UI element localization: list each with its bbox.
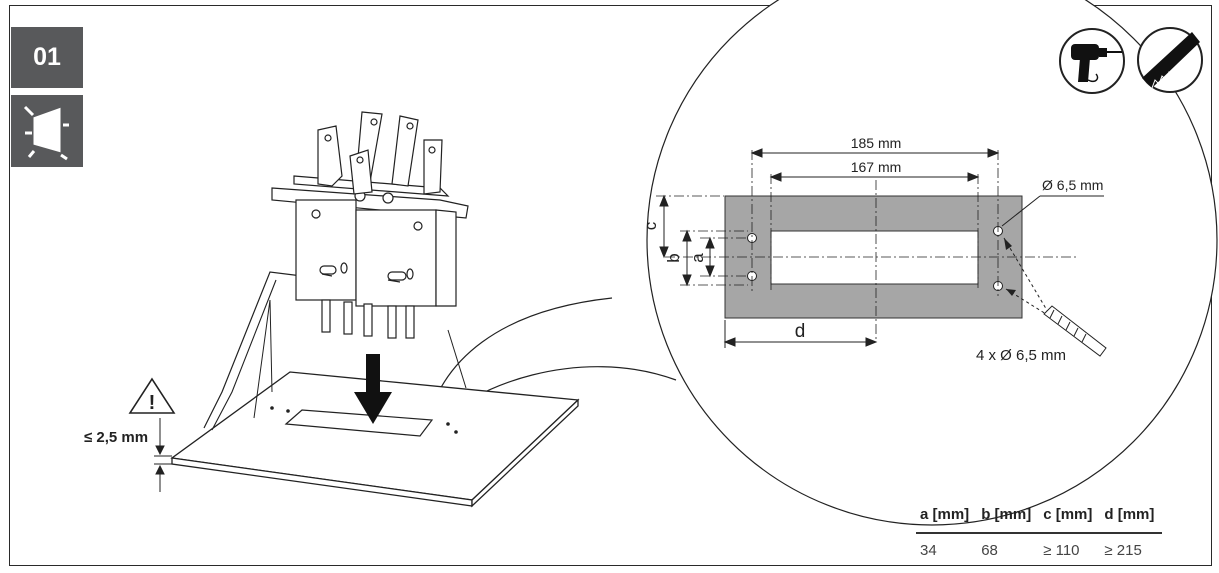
label-c: c (641, 221, 660, 230)
switch-device (271, 111, 469, 339)
back-wall-right (447, 329, 467, 389)
dimension-table: a [mm] b [mm] c [mm] d [mm] 34 68 ≥ 110 … (916, 503, 1163, 559)
dimension-185 (750, 148, 1000, 158)
value-b: 68 (981, 542, 998, 559)
insert-down-arrow (354, 354, 392, 424)
hole-count-label: 4 x Ø 6,5 mm (976, 347, 1066, 364)
dimension-167 (769, 172, 980, 182)
dimension-d (723, 320, 878, 348)
table-row: 34 68 ≥ 110 ≥ 215 (916, 533, 1162, 559)
svg-text:!: ! (149, 392, 156, 414)
header-d: d [mm] (1100, 503, 1163, 534)
header-c: c [mm] (1039, 503, 1101, 534)
label-b: b (664, 253, 683, 262)
max-thickness-label: ≤ 2,5 mm (84, 429, 148, 446)
value-a: 34 (920, 542, 937, 559)
header-b: b [mm] (977, 503, 1040, 534)
dim-167-label: 167 mm (851, 159, 902, 175)
rectangular-cutout (770, 230, 979, 285)
value-d: ≥ 215 (1104, 542, 1142, 559)
base-plate (170, 371, 580, 508)
plate-cutout (284, 409, 434, 437)
dim-185-label: 185 mm (851, 135, 902, 151)
back-wall-left (203, 271, 303, 429)
label-a: a (688, 253, 707, 263)
value-c: ≥ 110 (1043, 542, 1080, 559)
saw-icon (1137, 27, 1203, 93)
label-d: d (795, 321, 806, 342)
header-a: a [mm] (916, 503, 978, 534)
hole-diameter-label: Ø 6,5 mm (1042, 177, 1103, 193)
dimension-b (682, 229, 692, 287)
back-wall-left-inner (211, 279, 277, 431)
drill-bit (1043, 305, 1107, 357)
dimension-a (705, 236, 715, 278)
dimension-c (659, 194, 669, 259)
wall-mount-icon (11, 95, 83, 167)
thickness-dimension (154, 418, 172, 492)
warning-triangle-icon: ! (128, 377, 176, 414)
back-wall-edge (253, 299, 273, 419)
drill-icon (1059, 28, 1125, 94)
step-number-badge: 01 (11, 27, 83, 88)
hole-diameter-leader (1001, 195, 1104, 227)
